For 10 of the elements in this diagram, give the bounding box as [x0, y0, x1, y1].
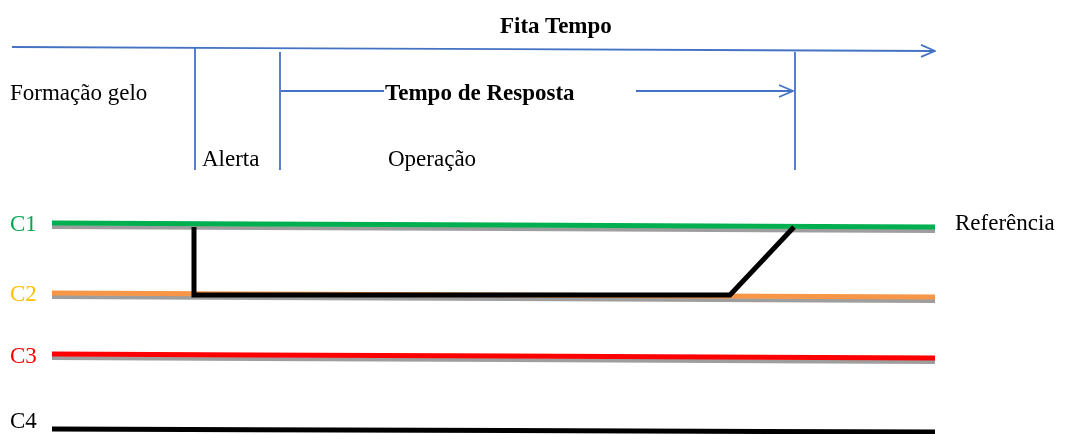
phase-label: Formação gelo: [10, 80, 148, 104]
interval-label: Tempo de Resposta: [385, 80, 575, 104]
channel-label: C4: [10, 408, 37, 432]
phase-label: Operação: [388, 146, 477, 170]
phase-label: Alerta: [202, 146, 260, 170]
channel-label: C3: [10, 343, 37, 367]
axis-title: Fita Tempo: [500, 14, 612, 37]
channel-label: C2: [10, 281, 37, 305]
reference-label: Referência: [955, 210, 1055, 234]
channel-label: C1: [10, 211, 37, 235]
